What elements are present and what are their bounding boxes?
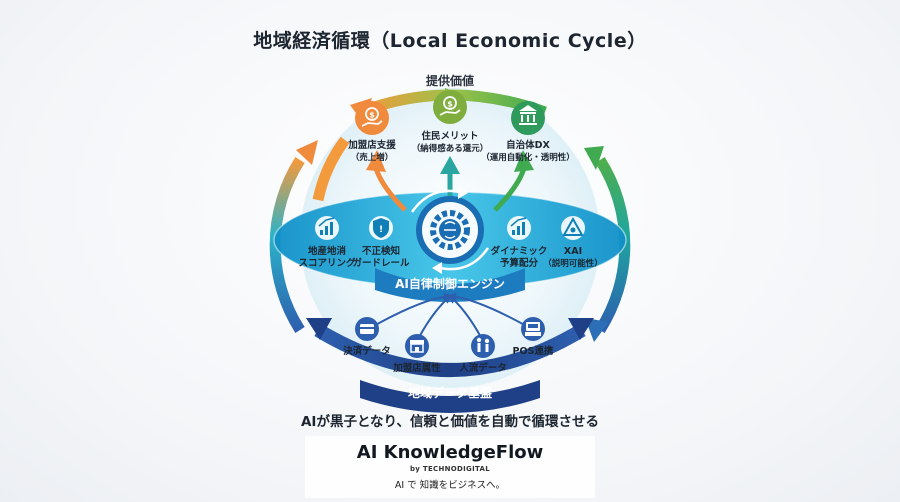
base-band bbox=[360, 380, 540, 413]
engine-feature-xai: XAI （説明可能性） bbox=[543, 246, 603, 269]
engine-feature-dynamic-budget: ダイナミック 予算配分 bbox=[490, 246, 548, 269]
brand-panel bbox=[305, 436, 595, 498]
ring-arrow-left-up bbox=[296, 140, 318, 165]
diagram-title: 地域経済循環（Local Economic Cycle） bbox=[253, 30, 647, 52]
ring-arrow-top-right bbox=[584, 146, 604, 170]
base-item-merchant-attributes: 加盟店属性 bbox=[393, 363, 441, 374]
ring-arrow-right-down bbox=[585, 318, 609, 342]
base-arrow-left bbox=[306, 318, 332, 340]
value-node-resident-benefit: 住民メリット （納得感ある還元） bbox=[411, 131, 489, 154]
pos-terminal-icon bbox=[525, 322, 541, 336]
base-label: 地域データ基盤 bbox=[407, 386, 492, 400]
brand-tagline: AI で 知識をビジネスへ。 bbox=[394, 480, 506, 491]
engine-label: AI自律制御エンジン bbox=[395, 277, 505, 291]
credit-card-icon bbox=[360, 324, 374, 334]
base-arrow-right bbox=[568, 318, 594, 340]
engine-feature-local-scoring: 地産地消 スコアリング bbox=[298, 246, 356, 269]
dollar-hand-icon: $ bbox=[439, 96, 461, 116]
triangle-gear-icon bbox=[562, 216, 584, 236]
svg-text:$: $ bbox=[369, 111, 375, 120]
svg-text:!: ! bbox=[379, 225, 383, 235]
value-node-1-circle bbox=[355, 101, 389, 135]
warning-shield-icon: ! bbox=[373, 218, 389, 238]
ring-arc-left-top bbox=[312, 136, 350, 202]
brand-name: AI KnowledgeFlow bbox=[356, 442, 544, 463]
base-arc bbox=[314, 324, 586, 377]
engine-label-band bbox=[375, 268, 525, 302]
base-item-payment-data: 決済データ bbox=[343, 346, 391, 357]
brand-by: by TECHNODIGITAL bbox=[409, 465, 491, 473]
svg-text:$: $ bbox=[447, 100, 453, 109]
chart-up-icon bbox=[318, 217, 335, 235]
base-item-pos: POS連携 bbox=[512, 346, 554, 357]
engine-feature-fraud-detection: 不正検知 ガードレール bbox=[352, 246, 410, 269]
store-icon bbox=[410, 340, 424, 353]
value-node-municipality-dx: 自治体DX （運用自動化・透明性） bbox=[481, 140, 575, 163]
base-item-foot-traffic: 人流データ bbox=[459, 363, 507, 374]
value-node-supporting-merchants: 加盟店支援 （売上増） bbox=[348, 140, 396, 163]
tagline: AIが黒子となり、信頼と価値を自動で循環させる bbox=[300, 414, 600, 430]
dollar-hand-icon: $ bbox=[361, 107, 383, 127]
bank-gear-icon bbox=[519, 105, 537, 125]
people-icon bbox=[476, 337, 490, 352]
value-node-2-circle bbox=[433, 90, 467, 124]
brain-gear-icon bbox=[430, 210, 470, 250]
chart-up-icon bbox=[510, 217, 527, 235]
value-section-label: 提供価値 bbox=[425, 74, 474, 88]
